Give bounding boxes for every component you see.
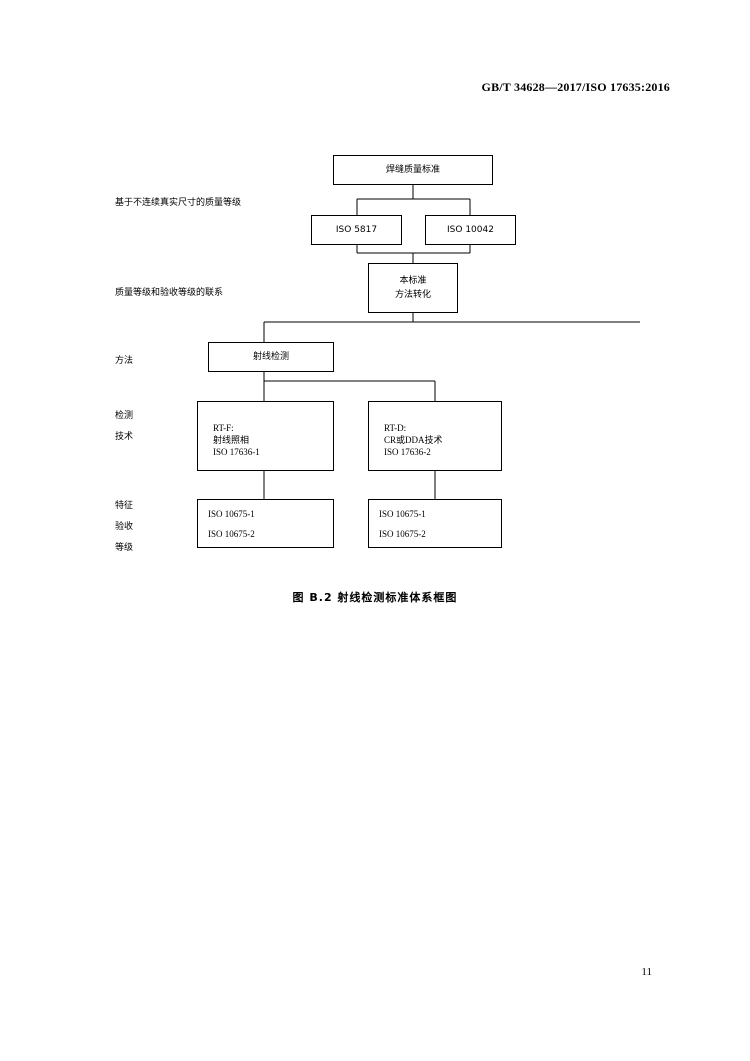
standard-header: GB/T 34628—2017/ISO 17635:2016 (481, 80, 670, 94)
acceptance-levels-left-box: ISO 10675-1 ISO 10675-2 (197, 499, 334, 548)
radiographic-testing-box: 射线检测 (208, 342, 334, 372)
label-level-relation: 质量等级和验收等级的联系 (115, 288, 224, 298)
weld-quality-standard-box: 焊缝质量标准 (333, 155, 493, 185)
label-method: 方法 (115, 356, 134, 366)
box-label: 本标准 (399, 276, 427, 286)
box-line: ISO 17636-1 (213, 447, 260, 457)
page-number: 11 (641, 966, 652, 978)
method-transform-box: 本标准 方法转化 (368, 263, 458, 313)
label-acceptance-line: 验收 (115, 522, 134, 532)
label-quality-levels: 基于不连续真实尺寸的质量等级 (115, 198, 242, 208)
box-line: RT-F: (213, 423, 234, 433)
box-label: ISO 10042 (447, 225, 494, 235)
label-acceptance-line: 等级 (115, 543, 134, 553)
iso-5817-box: ISO 5817 (311, 215, 402, 245)
box-line: RT-D: (384, 423, 407, 433)
label-technique-line: 检测 (115, 411, 134, 421)
figure-caption: 图 B.2 射线检测标准体系框图 (292, 591, 458, 604)
rt-f-box: RT-F: 射线照相 ISO 17636-1 (197, 401, 334, 471)
label-technique: 检测 技术 (115, 411, 133, 453)
iso-10042-box: ISO 10042 (425, 215, 516, 245)
box-line: CR或DDA技术 (384, 435, 443, 445)
box-line: ISO 10675-1 (379, 509, 426, 519)
label-acceptance-line: 特征 (115, 501, 134, 511)
box-label: ISO 5817 (335, 225, 378, 235)
box-line: ISO 17636-2 (384, 447, 431, 457)
box-label: 焊缝质量标准 (385, 165, 440, 175)
rt-d-box: RT-D: CR或DDA技术 ISO 17636-2 (368, 401, 502, 471)
box-label: 方法转化 (394, 290, 431, 300)
box-line: ISO 10675-1 (208, 509, 255, 519)
acceptance-levels-right-box: ISO 10675-1 ISO 10675-2 (368, 499, 502, 548)
label-technique-line: 技术 (115, 432, 134, 442)
box-line: 射线照相 (213, 435, 250, 445)
box-line: ISO 10675-2 (379, 529, 426, 539)
label-acceptance-levels: 特征 验收 等级 (115, 501, 133, 564)
box-line: ISO 10675-2 (208, 529, 255, 539)
box-label: 射线检测 (252, 352, 289, 362)
